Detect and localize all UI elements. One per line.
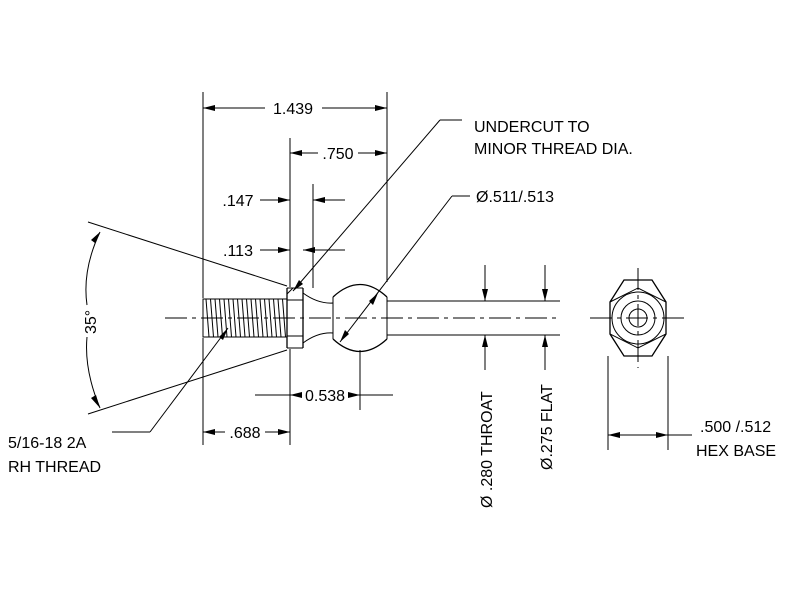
dim-flat bbox=[542, 265, 548, 370]
leader-thread bbox=[112, 327, 229, 433]
hex-callout-line1: .500 /.512 bbox=[700, 419, 771, 436]
dim-ball-offset-value: 0.538 bbox=[305, 388, 345, 405]
thread-hatch-line bbox=[241, 298, 246, 338]
flat-callout: Ø.275 FLAT bbox=[539, 384, 556, 470]
leader-undercut bbox=[292, 119, 462, 292]
thread-hatch-line bbox=[219, 298, 223, 338]
thread-hatch-line bbox=[246, 298, 250, 338]
dim-overall-length-value: 1.439 bbox=[273, 101, 313, 118]
dim-113 bbox=[260, 247, 345, 253]
thread-hatch-line bbox=[237, 298, 241, 338]
thread-hatch-line bbox=[268, 298, 273, 338]
dim-147 bbox=[260, 197, 345, 203]
thread-hatch-line bbox=[228, 298, 232, 338]
leader-ball-dia bbox=[339, 195, 470, 343]
dim-ball-to-base bbox=[290, 150, 387, 156]
dim-ball-to-base-value: .750 bbox=[322, 146, 353, 163]
hex-end-view bbox=[609, 279, 667, 357]
thread-hatch-line bbox=[214, 298, 219, 338]
angle-callout: 35° bbox=[83, 310, 100, 334]
thread-hatch-line bbox=[232, 298, 237, 338]
thread-hatch bbox=[205, 298, 286, 338]
hex-callout-line2: HEX BASE bbox=[696, 443, 776, 460]
dim-throat bbox=[482, 265, 488, 370]
dim-hex-base bbox=[608, 432, 692, 438]
thread-hatch-line bbox=[273, 298, 277, 338]
dim-thread-length-value: .688 bbox=[229, 425, 260, 442]
dim-thread-length bbox=[203, 429, 290, 435]
thread-hatch-line bbox=[205, 298, 210, 338]
dim-113-value: .113 bbox=[223, 243, 253, 260]
thread-callout-line1: 5/16-18 2A bbox=[8, 435, 87, 452]
thread-section bbox=[202, 298, 288, 338]
thread-hatch-line bbox=[250, 298, 255, 338]
thread-hatch-line bbox=[259, 298, 264, 338]
thread-hatch-line bbox=[255, 298, 259, 338]
thread-hatch-line bbox=[210, 298, 214, 338]
ball-dia-callout: Ø.511/.513 bbox=[476, 189, 554, 206]
hex-base-side bbox=[286, 287, 304, 349]
thread-hatch-line bbox=[264, 298, 268, 338]
undercut-callout-line1: UNDERCUT TO bbox=[474, 119, 590, 136]
dim-overall-length bbox=[203, 105, 387, 111]
thread-hatch-line bbox=[282, 298, 286, 338]
extension-lines bbox=[202, 92, 669, 450]
thread-hatch-line bbox=[277, 298, 282, 338]
thread-callout-line2: RH THREAD bbox=[8, 459, 101, 476]
dim-ball-offset bbox=[255, 392, 393, 398]
dim-147-value: .147 bbox=[222, 193, 253, 210]
undercut-callout-line2: MINOR THREAD DIA. bbox=[474, 141, 633, 158]
throat-callout: Ø .280 THROAT bbox=[479, 391, 496, 508]
